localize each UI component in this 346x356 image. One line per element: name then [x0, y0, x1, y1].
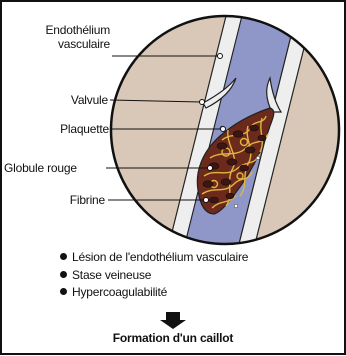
- label-red-cell: Globule rouge: [4, 161, 77, 175]
- risk-factor-text: Lésion de l'endothélium vasculaire: [72, 250, 248, 264]
- risk-factor-text: Hypercoagulabilité: [72, 285, 167, 299]
- label-valve: Valvule: [71, 93, 108, 107]
- bullet-icon: [60, 253, 67, 260]
- bullet-icon: [60, 288, 67, 295]
- label-endothelium: Endothélium vasculaire: [45, 23, 110, 51]
- risk-factor-list: Lésion de l'endothélium vasculaire Stase…: [60, 249, 248, 302]
- risk-factor-item: Hypercoagulabilité: [60, 284, 248, 302]
- bullet-icon: [60, 271, 67, 278]
- label-platelet: Plaquette: [60, 122, 109, 136]
- label-endothelium-line1: Endothélium: [45, 23, 110, 37]
- risk-factor-text: Stase veineuse: [72, 268, 151, 282]
- label-fibrin: Fibrine: [70, 193, 105, 207]
- risk-factor-item: Lésion de l'endothélium vasculaire: [60, 249, 248, 267]
- label-endothelium-line2: vasculaire: [45, 37, 110, 51]
- risk-factor-item: Stase veineuse: [60, 267, 248, 285]
- result-label: Formation d'un caillot: [0, 331, 346, 345]
